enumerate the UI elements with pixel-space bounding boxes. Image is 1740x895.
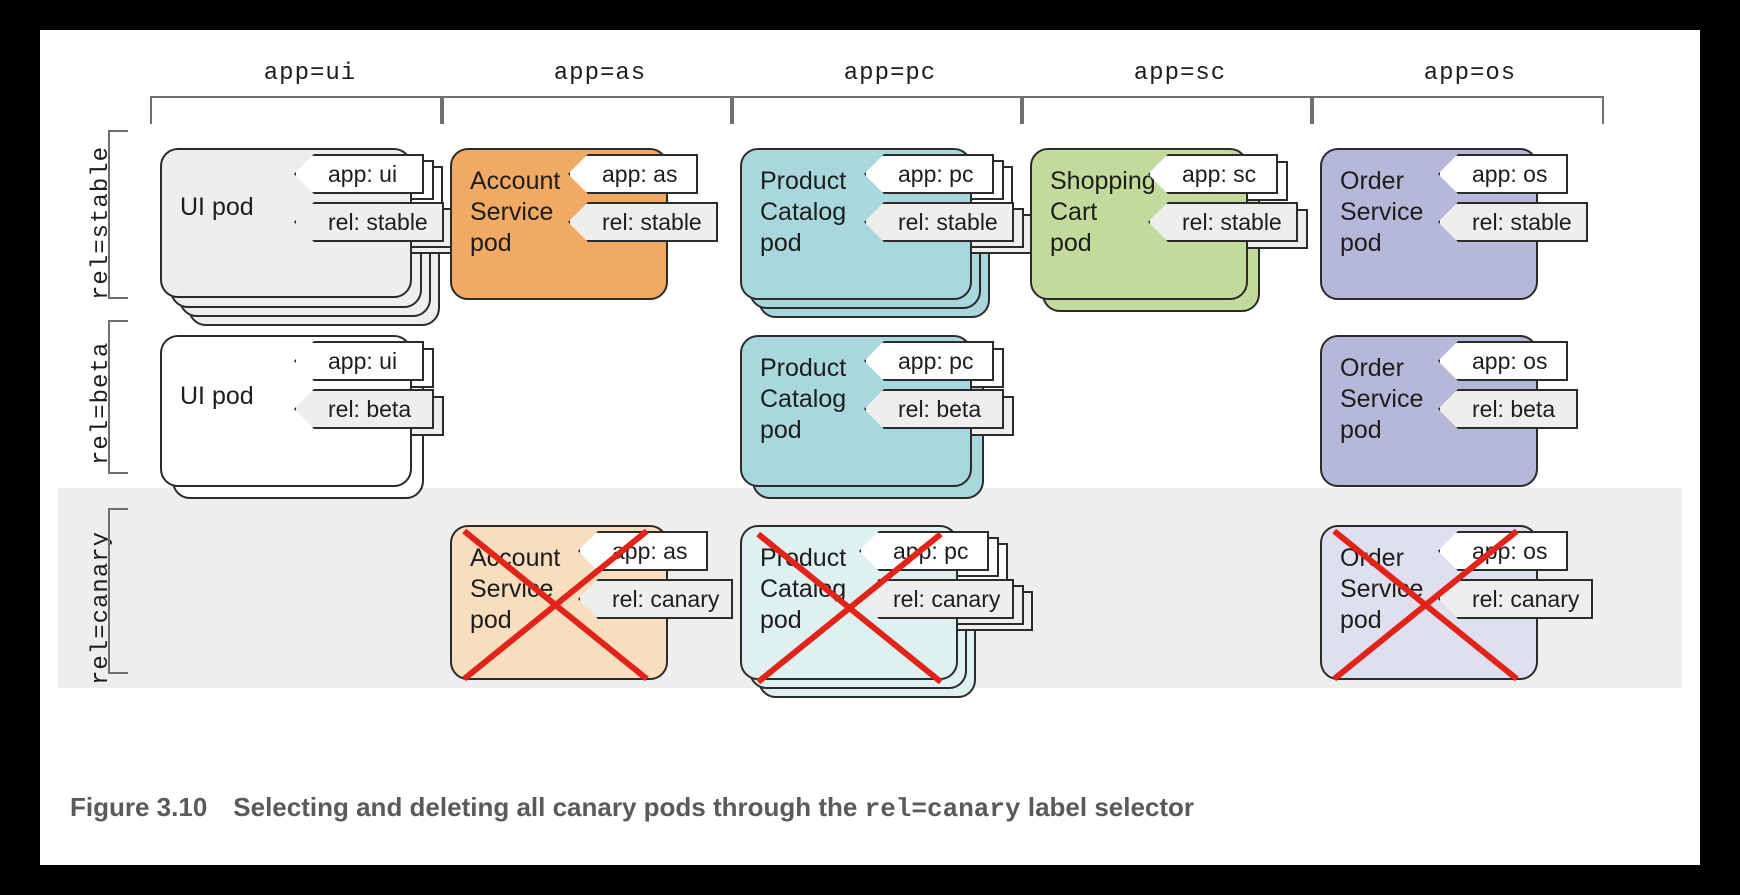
app-label-tag[interactable]: app: os (1438, 531, 1568, 571)
pod-group-pc-stable[interactable]: Product Catalog pod app: pc rel: stable (740, 148, 1040, 328)
rel-label-tag[interactable]: rel: beta (294, 389, 434, 429)
rel-label-tag[interactable]: rel: stable (568, 202, 718, 242)
caption-text-before: Selecting and deleting all canary pods t… (233, 792, 865, 822)
app-label-tag[interactable]: app: ui (294, 154, 424, 194)
pod-title: UI pod (180, 382, 254, 410)
column-header-sc: app=sc (1133, 60, 1227, 87)
pod-group-pc-canary[interactable]: Product Catalog pod app: pc rel: canary (740, 525, 1040, 715)
diagram-canvas: app=ui app=as app=pc app=sc app=os rel=s… (40, 30, 1700, 765)
column-header-ui: app=ui (263, 60, 357, 87)
figure-caption: Figure 3.10 Selecting and deleting all ca… (70, 792, 1670, 824)
figure-number: Figure 3.10 (70, 792, 208, 822)
column-bracket-sc (1020, 96, 1314, 124)
pod-title: Product Catalog pod (760, 544, 847, 634)
pod-group-os-beta[interactable]: Order Service pod app: os rel: beta (1320, 335, 1620, 515)
column-bracket-ui (150, 96, 444, 124)
app-label-tag[interactable]: app: sc (1148, 154, 1278, 194)
app-label-tag[interactable]: app: os (1438, 341, 1568, 381)
pod-title: Order Service pod (1340, 544, 1424, 634)
pod-group-as-stable[interactable]: Account Service pod app: as rel: stable (450, 148, 750, 328)
pod-group-ui-stable[interactable]: UI pod app: ui rel: stable (160, 148, 463, 328)
column-header-as: app=as (553, 60, 647, 87)
pod-group-os-stable[interactable]: Order Service pod app: os rel: stable (1320, 148, 1620, 328)
pod-title: Order Service pod (1340, 167, 1424, 257)
column-bracket-pc (730, 96, 1024, 124)
app-label-tag[interactable]: app: ui (294, 341, 424, 381)
row-bracket-canary (108, 508, 128, 674)
rel-label-tag[interactable]: rel: stable (1438, 202, 1588, 242)
app-label-tag[interactable]: app: pc (864, 154, 994, 194)
rel-label-tag[interactable]: rel: stable (294, 202, 444, 242)
figure-sheet: app=ui app=as app=pc app=sc app=os rel=s… (40, 30, 1700, 865)
pod-group-ui-beta[interactable]: UI pod app: ui rel: beta (160, 335, 460, 515)
pod-group-sc-stable[interactable]: Shopping Cart pod app: sc rel: stable (1030, 148, 1330, 328)
pod-title: Shopping Cart pod (1050, 167, 1156, 257)
column-bracket-os (1310, 96, 1604, 124)
rel-label-tag[interactable]: rel: beta (864, 389, 1004, 429)
app-label-tag[interactable]: app: as (578, 531, 708, 571)
rel-label-tag[interactable]: rel: stable (864, 202, 1014, 242)
column-header-pc: app=pc (843, 60, 937, 87)
pod-title: Product Catalog pod (760, 167, 847, 257)
row-bracket-beta (108, 320, 128, 474)
rel-label-tag[interactable]: rel: beta (1438, 389, 1578, 429)
pod-title: UI pod (180, 193, 254, 221)
rel-label-tag[interactable]: rel: canary (578, 579, 733, 619)
app-label-tag[interactable]: app: pc (859, 531, 989, 571)
pod-title: Product Catalog pod (760, 354, 847, 444)
column-bracket-as (440, 96, 734, 124)
rel-label-tag[interactable]: rel: canary (1438, 579, 1593, 619)
rel-label-tag[interactable]: rel: stable (1148, 202, 1298, 242)
pod-group-pc-beta[interactable]: Product Catalog pod app: pc rel: beta (740, 335, 1040, 515)
pod-group-os-canary[interactable]: Order Service pod app: os rel: canary (1320, 525, 1620, 715)
pod-title: Order Service pod (1340, 354, 1424, 444)
column-header-os: app=os (1423, 60, 1517, 87)
rel-label-tag[interactable]: rel: canary (859, 579, 1014, 619)
app-label-tag[interactable]: app: pc (864, 341, 994, 381)
pod-title: Account Service pod (470, 167, 561, 257)
app-label-tag[interactable]: app: os (1438, 154, 1568, 194)
app-label-tag[interactable]: app: as (568, 154, 698, 194)
caption-text-after: label selector (1020, 792, 1195, 822)
pod-title: Account Service pod (470, 544, 561, 634)
pod-group-as-canary[interactable]: Account Service pod app: as rel: canary (450, 525, 750, 715)
row-bracket-stable (108, 130, 128, 299)
caption-code: rel=canary (864, 794, 1021, 824)
